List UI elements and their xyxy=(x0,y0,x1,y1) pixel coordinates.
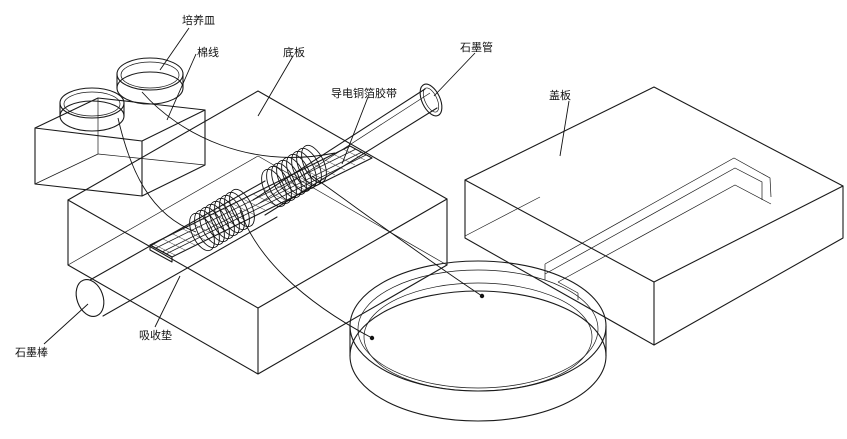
label-petri-dish: 培养皿 xyxy=(182,13,215,27)
graphite-rod xyxy=(75,180,278,317)
cover-plate xyxy=(464,86,844,346)
label-cotton-thread: 棉线 xyxy=(197,45,219,59)
base-plate xyxy=(67,90,448,375)
dish-support-box xyxy=(34,97,206,197)
petri-dish-right xyxy=(116,57,184,105)
petri-dish-left xyxy=(59,87,125,132)
absorbent-pad-hatch xyxy=(152,148,366,256)
petri-dish-large xyxy=(349,260,607,422)
copper-coil-left xyxy=(189,188,255,252)
label-copper-tape: 导电铜箔胶带 xyxy=(331,86,397,100)
label-graphite-tube: 石墨管 xyxy=(460,40,493,54)
label-absorbent-pad: 吸收垫 xyxy=(139,328,172,342)
copper-coil-right xyxy=(261,144,327,208)
label-graphite-rod: 石墨棒 xyxy=(15,345,48,359)
graphite-tube xyxy=(252,83,443,216)
label-base-plate: 底板 xyxy=(283,45,305,59)
label-cover-plate: 盖板 xyxy=(549,88,571,102)
cotton-threads xyxy=(117,91,483,339)
label-pointers xyxy=(43,27,570,345)
absorbent-pad-groove xyxy=(149,145,373,263)
